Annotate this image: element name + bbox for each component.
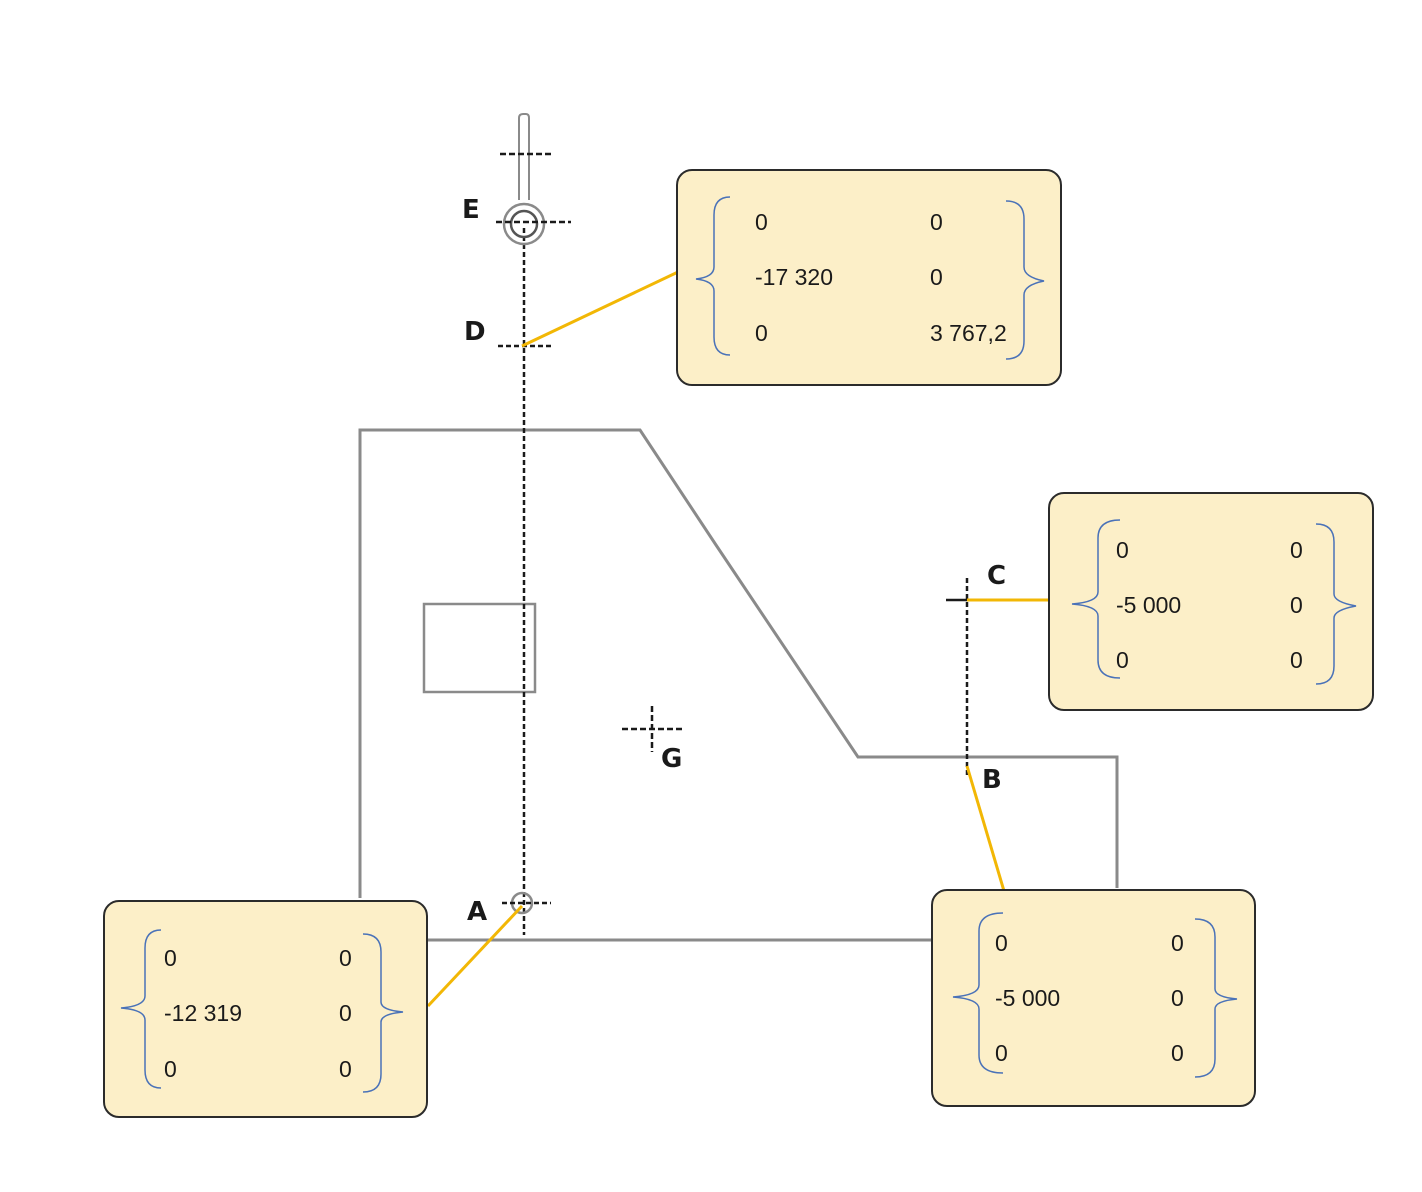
left-brace-icon <box>952 912 1004 1074</box>
right-brace-icon <box>1315 523 1357 685</box>
right-brace-icon <box>1194 918 1238 1078</box>
torsor-a-r1c1: 0 <box>164 945 177 971</box>
point-label-d: D <box>464 317 486 347</box>
torsor-c-r1c2: 0 <box>1290 537 1303 563</box>
point-label-b: B <box>982 765 1002 795</box>
leader-a <box>426 904 524 1008</box>
torsor-box-a: 0 0 -12 319 0 0 0 <box>103 900 428 1118</box>
torsor-a-r2c1: -12 319 <box>164 1000 243 1026</box>
torsor-b-r2c2: 0 <box>1171 985 1184 1011</box>
point-label-e: E <box>462 195 480 225</box>
torsor-c-r2c1: -5 000 <box>1116 592 1182 618</box>
torsor-box-d: 0 0 -17 320 0 0 3 767,2 <box>676 169 1062 386</box>
torsor-d-r3c2: 3 767,2 <box>930 320 1007 346</box>
joint-e-inner <box>509 209 539 239</box>
torsor-c-r3c2: 0 <box>1290 647 1303 673</box>
point-label-g: G <box>661 744 682 774</box>
joint-e-outer <box>502 202 546 246</box>
torsor-d-r3c1: 0 <box>755 320 768 346</box>
torsor-d-r2c1: -17 320 <box>755 264 834 290</box>
left-brace-icon <box>1071 519 1121 679</box>
torsor-a-r3c1: 0 <box>164 1056 177 1082</box>
torsor-a-r3c2: 0 <box>339 1056 352 1082</box>
rod <box>518 113 530 200</box>
point-label-a: A <box>467 897 487 927</box>
torsor-b-r2c1: -5 000 <box>995 985 1061 1011</box>
right-brace-icon <box>362 933 404 1093</box>
torsor-b-r1c1: 0 <box>995 930 1008 956</box>
torsor-b-r3c2: 0 <box>1171 1040 1184 1066</box>
left-brace-icon <box>120 929 162 1089</box>
point-label-c: C <box>987 561 1006 591</box>
torsor-box-b: 0 0 -5 000 0 0 0 <box>931 889 1256 1107</box>
torsor-d-r2c2: 0 <box>930 264 943 290</box>
torsor-c-r2c2: 0 <box>1290 592 1303 618</box>
left-brace-icon <box>695 196 731 356</box>
torsor-b-r3c1: 0 <box>995 1040 1008 1066</box>
torsor-b-r1c2: 0 <box>1171 930 1184 956</box>
torsor-c-r1c1: 0 <box>1116 537 1129 563</box>
torsor-a-r2c2: 0 <box>339 1000 352 1026</box>
leader-b <box>965 765 1006 892</box>
right-brace-icon <box>1005 200 1045 360</box>
torsor-c-r3c1: 0 <box>1116 647 1129 673</box>
rectangular-cutout <box>422 602 537 694</box>
part-outline <box>358 428 1119 898</box>
torsor-a-r1c2: 0 <box>339 945 352 971</box>
torsor-d-r1c2: 0 <box>930 209 943 235</box>
torsor-d-r1c1: 0 <box>755 209 768 235</box>
leader-d <box>521 270 679 348</box>
torsor-box-c: 0 0 -5 000 0 0 0 <box>1048 492 1374 711</box>
